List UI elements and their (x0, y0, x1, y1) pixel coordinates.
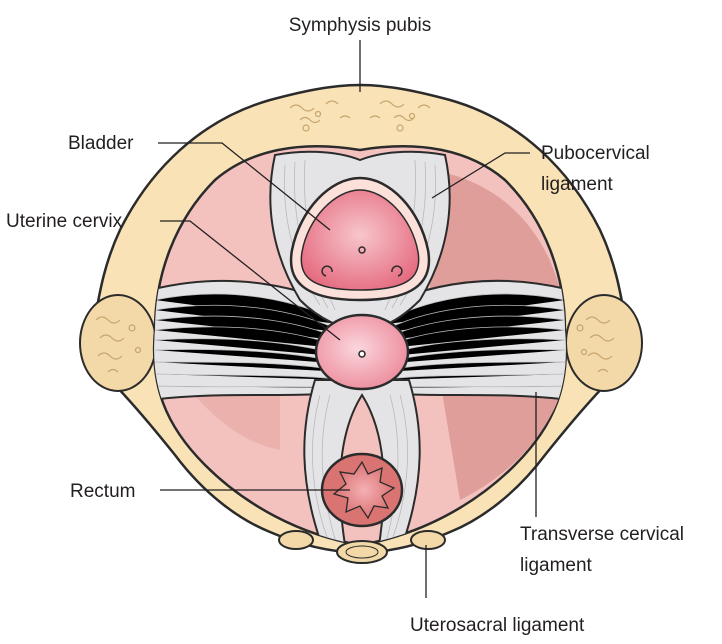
label-bladder: Bladder (68, 133, 134, 154)
leader-lines (158, 40, 537, 598)
label-rectum: Rectum (70, 481, 135, 502)
left-ischium (79, 294, 157, 392)
label-uterosacral-ligament: Uterosacral ligament (410, 615, 585, 636)
symphysis-texture (289, 100, 431, 132)
bladder (289, 176, 431, 302)
label-transverse-line1: Transverse cervical (520, 524, 684, 545)
rectum (320, 452, 404, 528)
coccyx-bones (278, 530, 446, 564)
label-symphysis-pubis: Symphysis pubis (289, 15, 432, 36)
right-ischium (565, 294, 643, 392)
label-uterine-cervix: Uterine cervix (6, 211, 123, 232)
uterine-cervix (314, 313, 410, 391)
label-pubocervical-line2: ligament (541, 174, 614, 195)
label-transverse-line2: ligament (520, 555, 593, 576)
label-pubocervical-line1: Pubocervical (541, 143, 650, 164)
